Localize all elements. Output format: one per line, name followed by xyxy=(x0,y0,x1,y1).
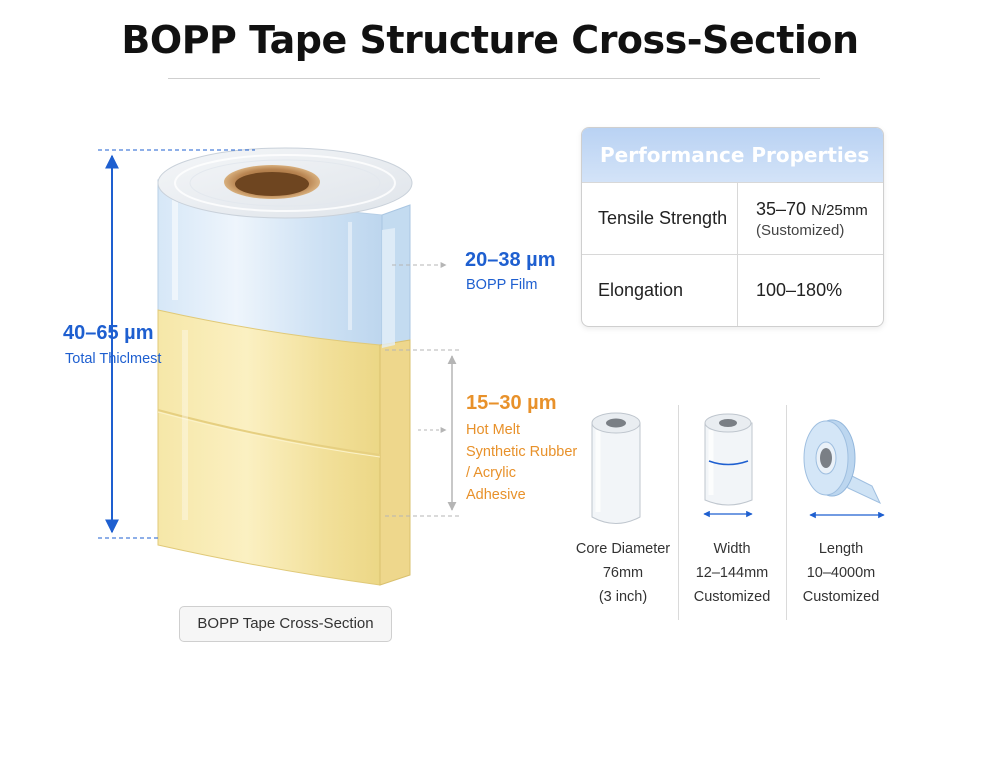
elongation-key: Elongation xyxy=(598,280,684,300)
performance-properties-table: Performance Properties Tensile Strength … xyxy=(581,127,884,327)
title-divider xyxy=(168,78,820,79)
spec-width: Width 12–144mm Customized xyxy=(693,541,771,605)
tensile-strength-note: (Sustomized) xyxy=(756,221,845,239)
spec-divider xyxy=(786,405,787,620)
tensile-strength-value: 35–70 xyxy=(756,198,807,219)
tape-core-icon xyxy=(591,412,641,524)
tensile-strength-key: Tensile Strength xyxy=(598,208,728,228)
tensile-strength-value-cell: 35–70 N/25mm (Sustomized) xyxy=(737,183,868,254)
spec-core-diameter: Core Diameter 76mm (3 inch) xyxy=(575,541,671,605)
performance-header: Performance Properties xyxy=(582,128,883,182)
tape-roll-illustration xyxy=(157,147,413,586)
adhesive-label: Hot Melt Synthetic Rubber / Acrylic Adhe… xyxy=(466,422,578,503)
tape-width-icon xyxy=(703,413,753,518)
spec-divider xyxy=(678,405,679,620)
total-thickness-label: Total Thiclmest xyxy=(65,351,162,367)
table-row: Tensile Strength 35–70 N/25mm (Sustomize… xyxy=(582,182,883,254)
film-label: BOPP Film xyxy=(466,277,538,293)
total-thickness-dimension xyxy=(98,149,255,539)
film-thickness-value: 20–38 µm xyxy=(465,249,556,271)
elongation-value: 100–180% xyxy=(756,280,843,300)
table-row: Elongation 100–180% xyxy=(582,254,883,326)
adhesive-thickness-value: 15–30 µm xyxy=(466,392,557,414)
adhesive-thickness-dimension xyxy=(385,349,460,517)
tensile-strength-unit: N/25mm xyxy=(811,201,868,219)
tape-length-icon xyxy=(803,419,885,519)
page-title: BOPP Tape Structure Cross-Section xyxy=(121,18,859,62)
spec-length: Length 10–4000m Customized xyxy=(802,541,880,605)
elongation-value-cell: 100–180% xyxy=(737,255,842,326)
total-thickness-value: 40–65 µm xyxy=(63,322,154,344)
diagram-caption: BOPP Tape Cross-Section xyxy=(179,606,392,642)
